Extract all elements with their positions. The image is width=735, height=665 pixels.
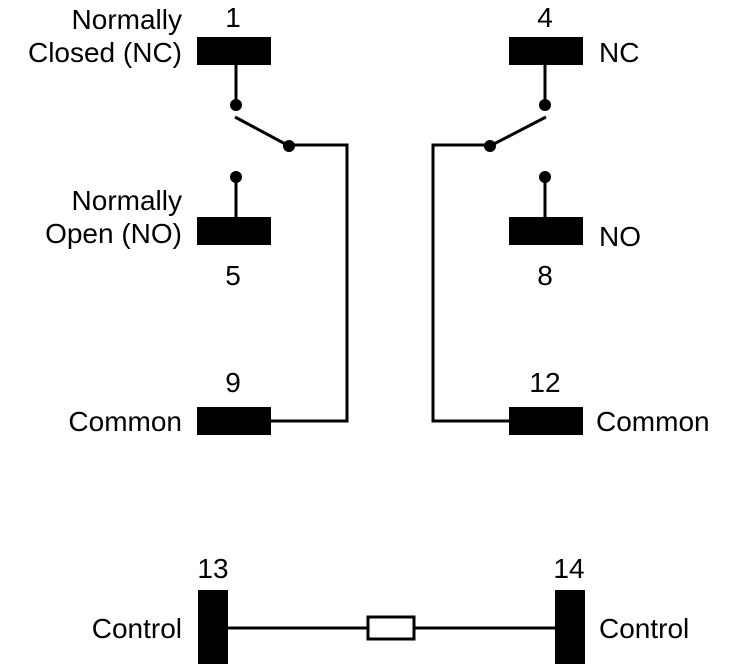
left-no-label-line2: Open (NO) [45, 218, 182, 249]
left-switch-arm [234, 115, 290, 148]
coil-right-label: Control [599, 613, 689, 644]
right-switch: 4 NC NO 8 12 Common [431, 2, 710, 437]
coil-left-label: Control [92, 613, 182, 644]
right-no-pin-number: 8 [537, 260, 553, 291]
left-common-wire [271, 143, 349, 423]
left-common-terminal [197, 407, 271, 435]
left-no-terminal [197, 217, 271, 245]
right-switch-arm [489, 115, 547, 148]
left-nc-terminal [197, 37, 271, 65]
left-nc-label-line1: Normally [72, 4, 182, 35]
right-nc-terminal [509, 37, 583, 65]
coil-left-pin-number: 13 [197, 553, 228, 584]
left-no-pin-number: 5 [225, 260, 241, 291]
right-nc-pin-number: 4 [537, 2, 553, 33]
right-common-terminal [509, 407, 583, 435]
left-switch: Normally Closed (NC) 1 Normally Open (NO… [28, 2, 349, 437]
right-common-wire [431, 143, 509, 423]
right-common-label: Common [596, 406, 710, 437]
coil-left-terminal [198, 590, 228, 664]
left-nc-pin-number: 1 [225, 2, 241, 33]
right-no-terminal [509, 217, 583, 245]
left-common-label: Common [68, 406, 182, 437]
right-nc-contact-point [539, 99, 551, 111]
right-nc-label: NC [599, 37, 639, 68]
coil-circuit: 13 Control 14 Control [92, 553, 689, 664]
right-no-label: NO [599, 221, 641, 252]
right-common-pin-number: 12 [529, 367, 560, 398]
coil-right-pin-number: 14 [553, 553, 584, 584]
left-common-pin-number: 9 [225, 367, 241, 398]
left-nc-label-line2: Closed (NC) [28, 37, 182, 68]
coil-right-terminal [555, 590, 585, 664]
left-no-label-line1: Normally [72, 185, 182, 216]
left-nc-contact-point [230, 99, 242, 111]
coil-symbol [366, 615, 416, 641]
